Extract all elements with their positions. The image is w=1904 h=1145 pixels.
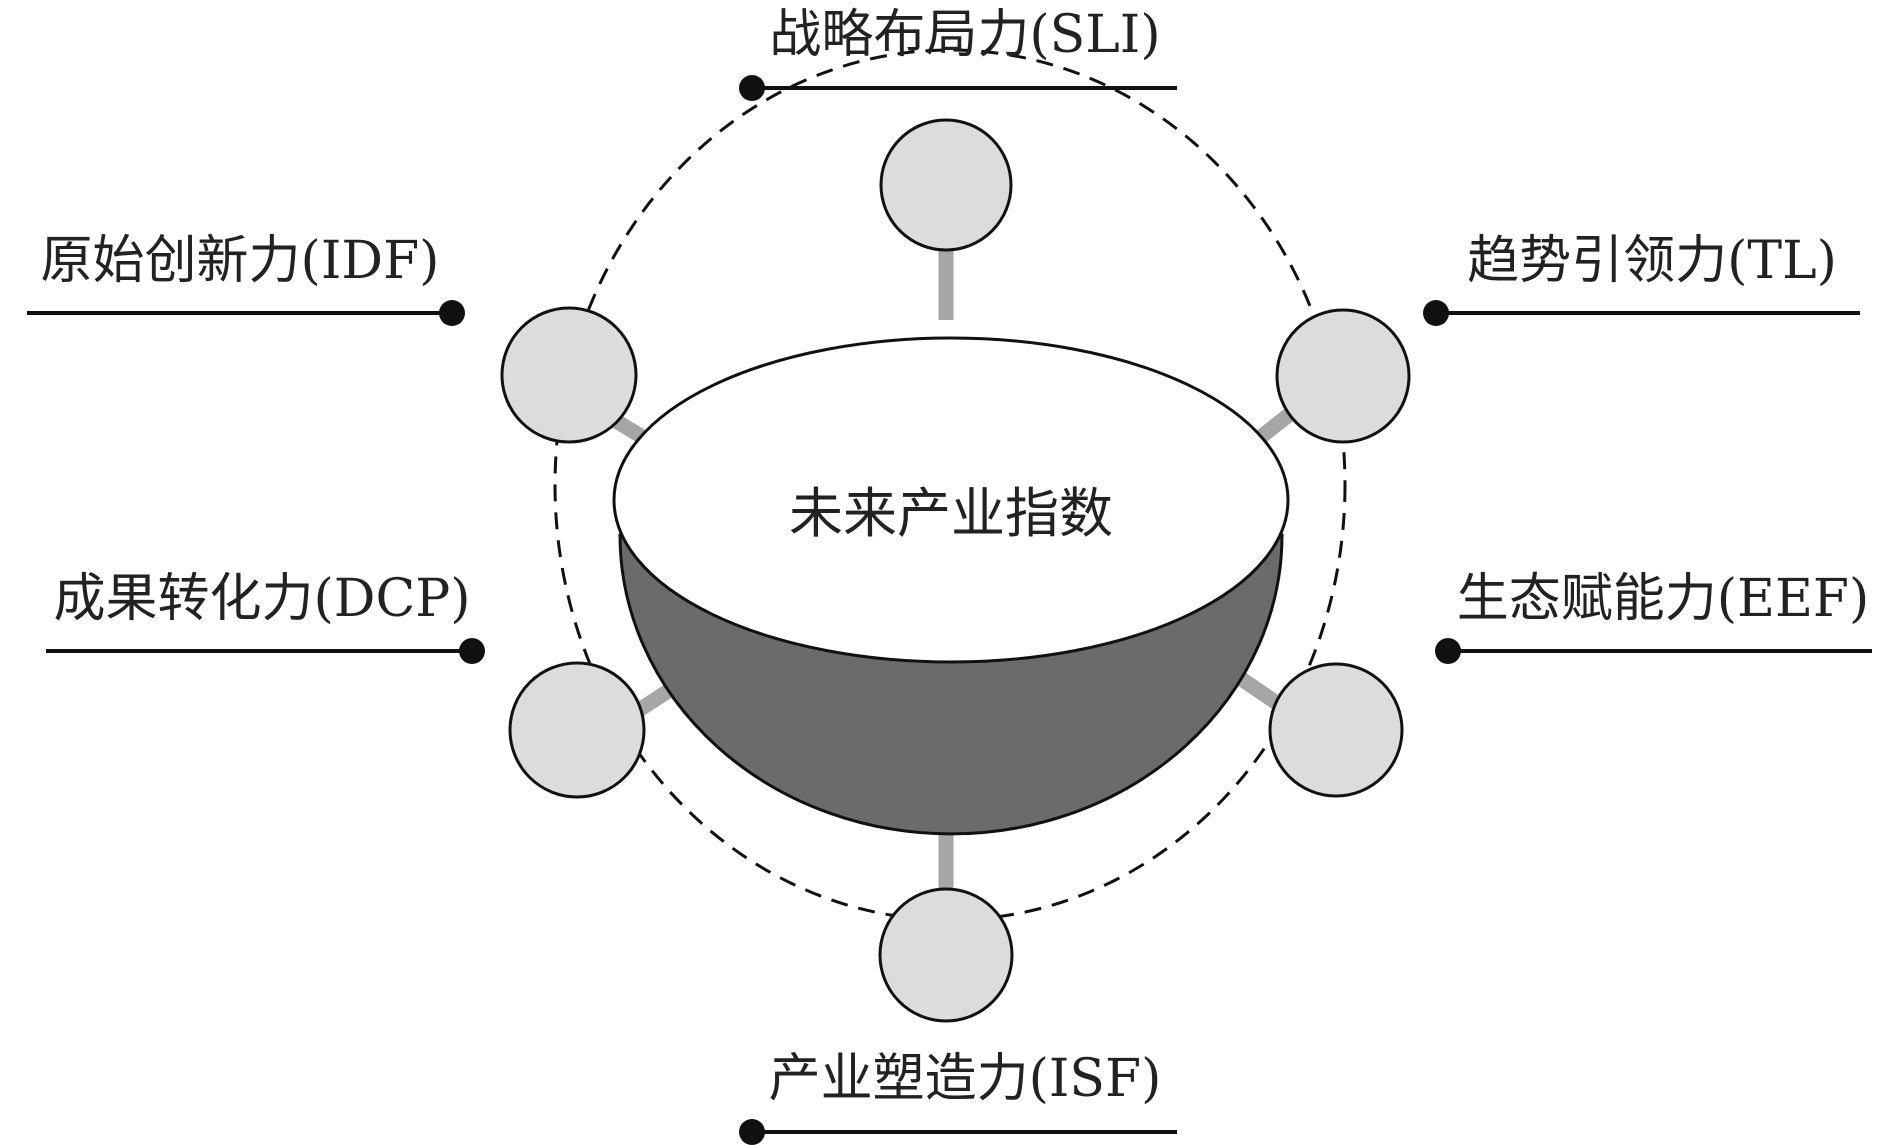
label-tl: 趋势引领力(TL) [1467, 231, 1837, 291]
label-eef: 生态赋能力(EEF) [1457, 569, 1870, 629]
node-sli [879, 118, 1013, 252]
center-label: 未来产业指数 [789, 482, 1113, 545]
node-tl [1275, 308, 1411, 444]
node-isf [878, 887, 1014, 1023]
label-sli: 战略布局力(SLI) [769, 5, 1160, 65]
connector-idf [612, 414, 648, 445]
nodes [500, 118, 1411, 1023]
leader-dots [439, 75, 1461, 1145]
node-idf [500, 306, 638, 444]
index-bowl-top [612, 336, 1290, 664]
node-eef [1268, 662, 1404, 798]
dot-sli [739, 75, 765, 101]
node-dcp [508, 661, 646, 799]
dot-eef [1435, 638, 1461, 664]
label-isf: 产业塑造力(ISF) [769, 1049, 1162, 1109]
label-leaders [27, 86, 1872, 1134]
dot-tl [1423, 300, 1449, 326]
dot-dcp [459, 638, 485, 664]
dot-idf [439, 300, 465, 326]
label-idf: 原始创新力(IDF) [41, 231, 440, 291]
label-dcp: 成果转化力(DCP) [53, 569, 470, 629]
dot-isf [739, 1119, 765, 1145]
